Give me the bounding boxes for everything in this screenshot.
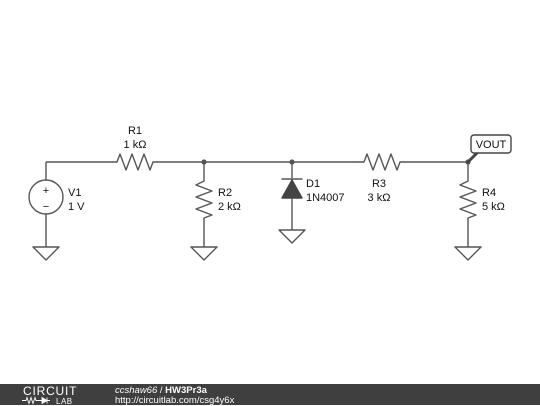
logo-resistor-icon [22, 396, 40, 405]
author-name[interactable]: ccshaw66 [115, 385, 158, 396]
ground-symbol [32, 246, 60, 261]
v1-name-label: V1 [68, 187, 81, 199]
circuitlab-logo[interactable]: CIRCUIT LAB [0, 384, 96, 405]
resistor-r2[interactable] [195, 177, 213, 222]
vout-flag-box [470, 134, 512, 154]
logo-bottom-text: LAB [56, 397, 73, 405]
r2-value-label: 2 kΩ [218, 201, 241, 213]
r1-value-label: 1 kΩ [124, 139, 147, 151]
circuit-title[interactable]: HW3Pr3a [165, 385, 207, 396]
schematic-canvas: + − V1 1 V R1 1 kΩ R2 2 kΩ D1 1N4007 R3 … [28, 125, 512, 261]
r4-value-label: 5 kΩ [482, 201, 505, 213]
d1-name-label: D1 [306, 178, 320, 190]
d1-value-label: 1N4007 [306, 192, 345, 204]
separator: / [157, 385, 166, 396]
logo-top-text: CIRCUIT [23, 384, 77, 398]
vout-net-label[interactable]: VOUT [466, 134, 512, 164]
circuit-url[interactable]: http://circuitlab.com/csg4y6x [115, 395, 235, 406]
logo-diode-icon [40, 396, 50, 405]
resistor-r1[interactable] [112, 153, 158, 171]
v1-value-label: 1 V [68, 201, 85, 213]
r2-name-label: R2 [218, 187, 232, 199]
r1-name-label: R1 [128, 125, 142, 137]
voltage-source-v1[interactable]: + − [28, 162, 64, 261]
ground-symbol [454, 246, 482, 261]
vout-label: VOUT [476, 139, 507, 151]
r4-name-label: R4 [482, 187, 496, 199]
plus-sign: + [43, 185, 49, 197]
minus-sign: − [43, 201, 49, 213]
diode-triangle [281, 179, 303, 199]
resistor-r4[interactable] [459, 177, 477, 222]
r3-name-label: R3 [372, 178, 386, 190]
footer-author-line: ccshaw66 / HW3Pr3a [115, 385, 207, 396]
r3-value-label: 3 kΩ [368, 192, 391, 204]
diode-d1[interactable] [281, 178, 303, 199]
resistor-r3[interactable] [359, 153, 405, 171]
ground-symbol [278, 229, 306, 244]
footer-bar: CIRCUIT LAB ccshaw66 / HW3Pr3a http://ci… [0, 384, 540, 406]
ground-symbol [190, 246, 218, 261]
